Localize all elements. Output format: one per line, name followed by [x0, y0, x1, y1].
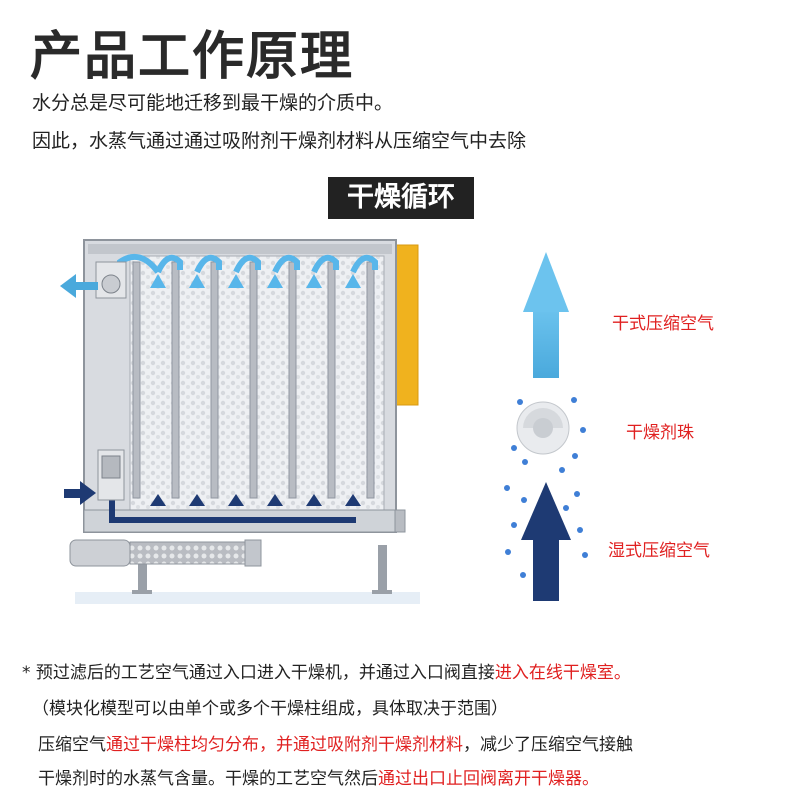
airflow-arrowheads — [150, 274, 361, 288]
outlet-arrow — [60, 274, 98, 298]
inlet-valve — [97, 449, 125, 501]
note-1-text: * 预过滤后的工艺空气通过入口进入干燥机，并通过入口阀直接 — [22, 663, 495, 683]
drying-cycle-tag: 干燥循环 — [328, 177, 474, 219]
wet-air-arrow — [521, 482, 571, 601]
water-droplets — [504, 397, 588, 578]
page-title: 产品工作原理 — [30, 27, 355, 87]
note-4-highlight: 通过出口止回阀离开干燥器。 — [378, 769, 599, 789]
intro-line-2: 因此，水蒸气通过通过吸附剂干燥剂材料从压缩空气中去除 — [32, 130, 527, 152]
desiccant-bead — [516, 401, 570, 455]
note-line-3: 压缩空气通过干燥柱均匀分布，并通过吸附剂干燥剂材料，减少了压缩空气接触 — [38, 730, 633, 755]
airflow-paths — [154, 282, 357, 500]
dryer-legs — [132, 545, 392, 594]
note-3-text-b: ，减少了压缩空气接触 — [463, 735, 633, 755]
note-3-text-a: 压缩空气 — [38, 735, 106, 755]
outlet-valve — [95, 261, 127, 299]
label-wet-air: 湿式压缩空气 — [608, 541, 710, 561]
inlet-arrow — [64, 481, 96, 505]
note-1-highlight: 进入在线干燥室。 — [494, 663, 631, 683]
note-line-4: 干燥剂时的水蒸气含量。干燥的工艺空气然后通过出口止回阀离开干燥器。 — [38, 764, 599, 789]
label-dry-air: 干式压缩空气 — [612, 314, 714, 334]
note-line-2: （模块化模型可以由单个或多个干燥柱组成，具体取决于范围） — [32, 699, 508, 719]
label-desiccant-bead: 干燥剂珠 — [626, 423, 694, 443]
note-3-highlight: 通过干燥柱均匀分布，并通过吸附剂干燥剂材料 — [106, 735, 463, 755]
dry-air-arrow — [523, 252, 569, 378]
note-line-1: * 预过滤后的工艺空气通过入口进入干燥机，并通过入口阀直接进入在线干燥室。 — [22, 658, 631, 683]
bottom-manifold — [69, 539, 262, 567]
note-4-text: 干燥剂时的水蒸气含量。干燥的工艺空气然后 — [38, 769, 378, 789]
intro-line-1: 水分总是尽可能地迁移到最干燥的介质中。 — [32, 92, 394, 114]
